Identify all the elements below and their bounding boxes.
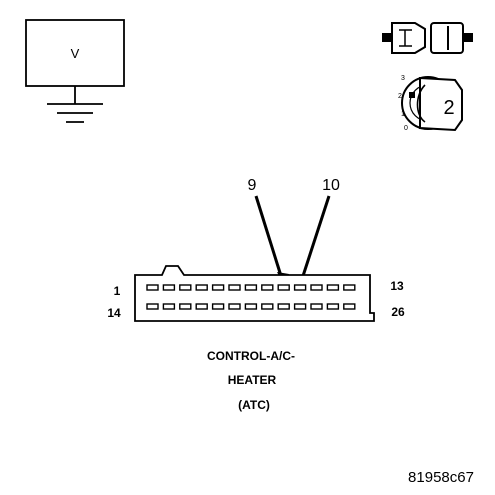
pin-cavity-15 bbox=[162, 303, 176, 310]
pin-number-26: 26 bbox=[391, 305, 405, 319]
pin-cavity-3 bbox=[179, 284, 192, 291]
probe-pin-label-9: 9 bbox=[248, 177, 257, 194]
pin-cavity-6 bbox=[228, 284, 241, 291]
key-position-marker bbox=[409, 92, 415, 98]
pin-cavity-2 bbox=[162, 284, 176, 291]
connector-name-line-2: HEATER bbox=[228, 373, 277, 387]
probe-pin-label-10: 10 bbox=[322, 177, 340, 194]
key-position-2: 2 bbox=[398, 93, 402, 100]
pin-cavity-17 bbox=[195, 303, 208, 310]
pin-cavity-4 bbox=[195, 284, 208, 291]
pin-cavity-7 bbox=[244, 284, 258, 291]
pin-cavity-11 bbox=[310, 284, 323, 291]
pin-cavity-18 bbox=[211, 303, 225, 310]
pin-cavity-12 bbox=[326, 284, 340, 291]
key-position-3: 3 bbox=[401, 75, 405, 82]
pin-cavity-21 bbox=[261, 303, 274, 310]
connector-name: CONTROL-A/C- HEATER (ATC) bbox=[207, 349, 295, 412]
figure-id: 81958c67 bbox=[408, 469, 474, 486]
pin-cavity-13 bbox=[343, 284, 356, 291]
connector-pins bbox=[146, 284, 356, 310]
ground-icon bbox=[47, 86, 103, 123]
pin-cavity-14 bbox=[146, 303, 159, 310]
pin-cavity-26 bbox=[343, 303, 356, 310]
voltmeter: V bbox=[25, 19, 125, 123]
pin-cavity-9 bbox=[277, 284, 290, 291]
ignition-key-icon: 3 2 1 0 2 bbox=[398, 75, 463, 132]
pin-number-13: 13 bbox=[390, 279, 404, 293]
key-position-1: 1 bbox=[401, 111, 405, 118]
pin-cavity-20 bbox=[244, 303, 258, 310]
pin-cavity-25 bbox=[326, 303, 340, 310]
pin-cavity-16 bbox=[179, 303, 192, 310]
pin-cavity-1 bbox=[146, 284, 159, 291]
pin-cavity-19 bbox=[228, 303, 241, 310]
pin-cavity-8 bbox=[261, 284, 274, 291]
connector-name-line-1: CONTROL-A/C- bbox=[207, 349, 295, 363]
pin-cavity-22 bbox=[277, 303, 290, 310]
key-position-0: 0 bbox=[404, 125, 408, 132]
connector-disconnect-icon bbox=[382, 22, 473, 54]
pin-cavity-24 bbox=[310, 303, 323, 310]
key-selected-position: 2 bbox=[443, 97, 454, 119]
connector-body bbox=[134, 265, 375, 322]
pin-number-1: 1 bbox=[114, 284, 121, 298]
connector-name-line-3: (ATC) bbox=[238, 398, 270, 412]
pin-number-14: 14 bbox=[107, 306, 121, 320]
pin-cavity-5 bbox=[211, 284, 225, 291]
voltmeter-symbol: V bbox=[71, 46, 80, 61]
pin-cavity-23 bbox=[293, 303, 307, 310]
pin-cavity-10 bbox=[293, 284, 307, 291]
